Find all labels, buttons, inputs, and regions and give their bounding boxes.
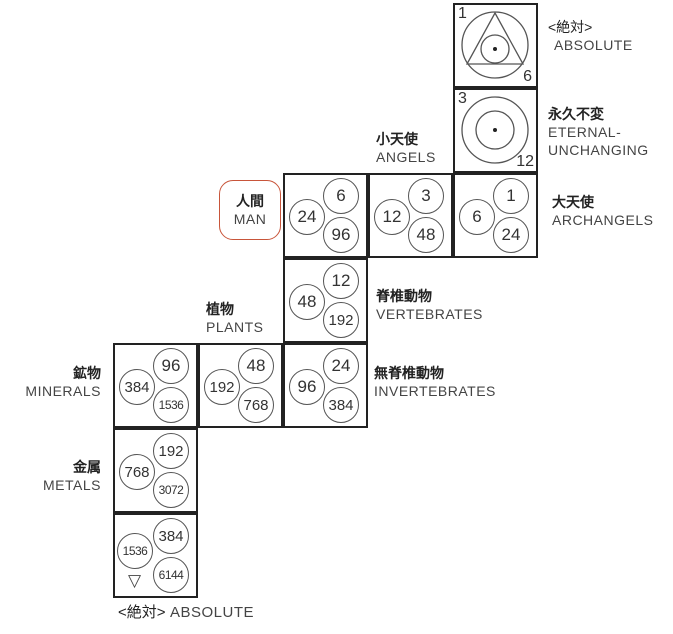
absolute-corner-bottom: 6 xyxy=(523,68,532,85)
circle-bottom: 96 xyxy=(323,217,359,253)
circle-bottom: 48 xyxy=(408,217,444,253)
label-en: ABSOLUTE xyxy=(554,37,633,53)
circle-bottom: 192 xyxy=(323,302,359,338)
circle-left: 96 xyxy=(289,369,325,405)
circle-left: 192 xyxy=(204,369,240,405)
absolute-bottom-label: <絶対> ABSOLUTE xyxy=(118,604,254,622)
circle-left: 768 xyxy=(119,454,155,490)
circle-top: 24 xyxy=(323,348,359,384)
circle-top: 96 xyxy=(153,348,189,384)
absolute-top-cell: 1 6 xyxy=(453,3,538,88)
label-jp: 永久不変 xyxy=(548,106,604,122)
label-jp: 鉱物 xyxy=(73,365,101,381)
circle-top: 3 xyxy=(408,178,444,214)
circle-bottom: 3072 xyxy=(153,472,189,508)
circle-left: 12 xyxy=(374,199,410,235)
circle-top: 192 xyxy=(153,433,189,469)
label-en: MINERALS xyxy=(25,383,101,399)
eternal-label: 永久不変 ETERNAL- UNCHANGING xyxy=(548,105,649,159)
minerals-cell: 384 96 1536 xyxy=(113,343,198,428)
label-jp: 小天使 xyxy=(376,131,418,147)
circle-bottom: 24 xyxy=(493,217,529,253)
absolute-corner-top: 1 xyxy=(458,5,467,22)
minerals-label: 鉱物 MINERALS xyxy=(25,364,101,400)
invertebrates-label: 無脊椎動物 INVERTEBRATES xyxy=(374,364,496,400)
circle-bottom: 768 xyxy=(238,387,274,423)
label-en: ABSOLUTE xyxy=(169,604,255,621)
circle-bottom: 6144 xyxy=(153,557,189,593)
eternal-cell: 3 12 xyxy=(453,88,538,173)
man-highlight-box xyxy=(219,180,281,240)
label-en-1: ETERNAL- xyxy=(548,124,622,140)
metals-label: 金属 METALS xyxy=(43,458,101,494)
label-jp: 金属 xyxy=(73,459,101,475)
label-en: INVERTEBRATES xyxy=(374,383,496,399)
archangels-cell: 6 1 24 xyxy=(453,173,538,258)
label-jp: 無脊椎動物 xyxy=(374,365,444,381)
archangels-label: 大天使 ARCHANGELS xyxy=(552,193,653,229)
vertebrates-label: 脊椎動物 VERTEBRATES xyxy=(376,287,483,323)
label-jp: 脊椎動物 xyxy=(376,288,432,304)
invertebrates-cell: 96 24 384 xyxy=(283,343,368,428)
plants-label: 植物 PLANTS xyxy=(206,300,263,336)
circle-top: 1 xyxy=(493,178,529,214)
label-en: PLANTS xyxy=(206,319,264,335)
circle-left: 48 xyxy=(289,284,325,320)
metals-cell: 768 192 3072 xyxy=(113,428,198,513)
label-jp: <絶対> xyxy=(118,604,166,621)
angels-cell: 12 3 48 xyxy=(368,173,453,258)
absolute-triangle-circle-icon xyxy=(461,11,529,79)
eternal-corner-bottom: 12 xyxy=(516,153,534,170)
absolute-bottom-cell: 1536 384 6144 ▽ xyxy=(113,513,198,598)
vertebrates-cell: 48 12 192 xyxy=(283,258,368,343)
absolute-top-label: <絶対> ABSOLUTE xyxy=(548,18,633,54)
label-en: MAN xyxy=(233,211,267,227)
label-en: ANGELS xyxy=(376,149,436,165)
circle-left: 384 xyxy=(119,369,155,405)
label-en: VERTEBRATES xyxy=(376,306,483,322)
circle-top: 12 xyxy=(323,263,359,299)
label-en-2: UNCHANGING xyxy=(548,142,649,158)
circle-left: 6 xyxy=(459,199,495,235)
label-jp: <絶対> xyxy=(548,19,593,35)
label-jp: 植物 xyxy=(206,301,234,317)
circle-bottom: 384 xyxy=(323,387,359,423)
circle-left: 24 xyxy=(289,199,325,235)
down-triangle-icon: ▽ xyxy=(128,571,142,591)
plants-cell: 192 48 768 xyxy=(198,343,283,428)
man-cell: 24 6 96 xyxy=(283,173,368,258)
concentric-circles-icon xyxy=(461,96,529,164)
circle-left: 1536 xyxy=(117,533,153,569)
angels-label: 小天使 ANGELS xyxy=(376,130,436,166)
label-jp: 大天使 xyxy=(552,194,594,210)
circle-top: 384 xyxy=(153,518,189,554)
circle-bottom: 1536 xyxy=(153,387,189,423)
label-en: ARCHANGELS xyxy=(552,212,654,228)
eternal-corner-top: 3 xyxy=(458,90,467,107)
label-en: METALS xyxy=(43,477,101,493)
circle-top: 48 xyxy=(238,348,274,384)
circle-top: 6 xyxy=(323,178,359,214)
man-label: 人間 MAN xyxy=(219,192,281,228)
label-jp: 人間 xyxy=(236,193,264,209)
